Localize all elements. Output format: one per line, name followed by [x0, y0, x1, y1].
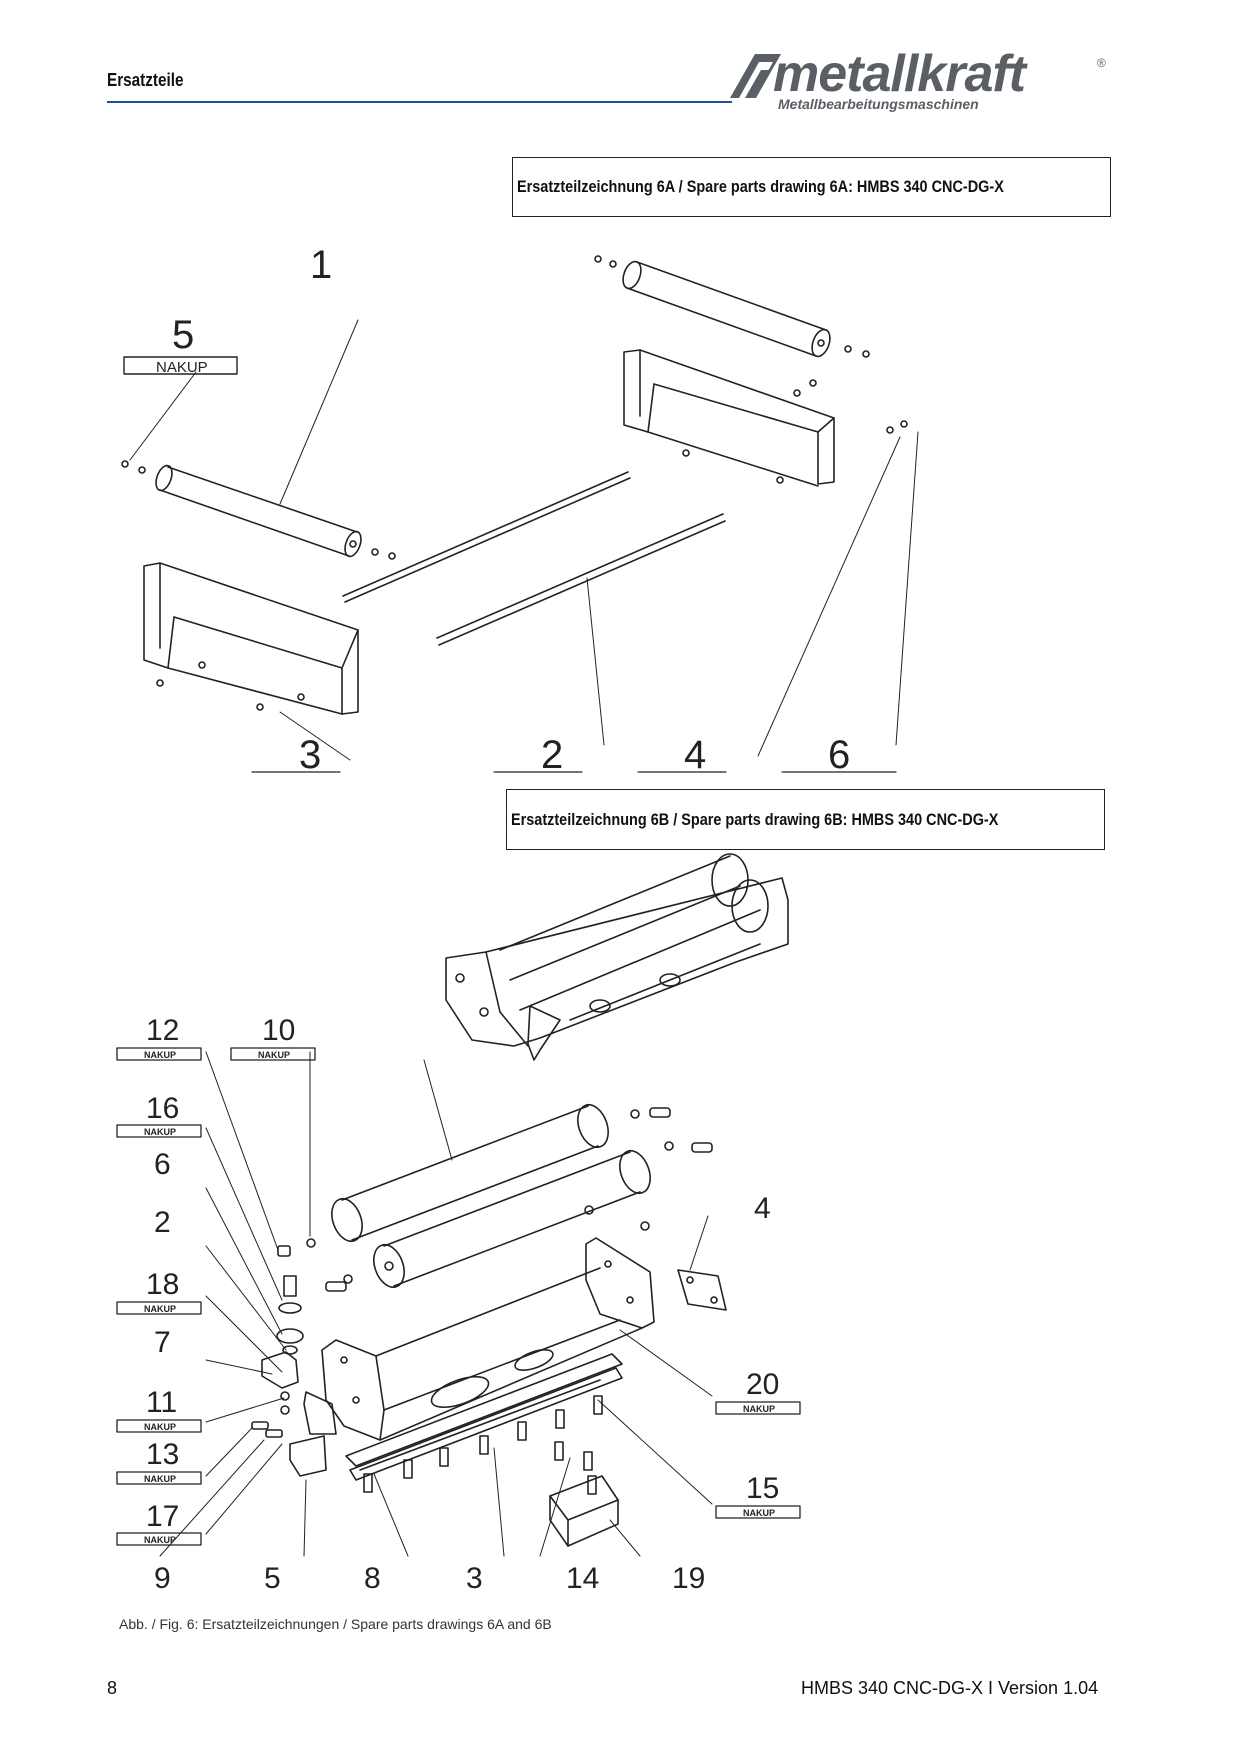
company-logo: metallkraft ® Metallbearbeitungsmaschine…	[725, 45, 1115, 120]
callout-6b-17: 17	[146, 1500, 179, 1533]
side-plate-right	[623, 349, 908, 487]
callout-6a-1: 1	[310, 243, 332, 287]
callout-6b-8: 8	[364, 1562, 381, 1595]
nakup-tags-6b	[116, 1047, 801, 1546]
drawing-6a	[121, 255, 919, 773]
header-rule	[107, 101, 732, 103]
logo-wordmark: metallkraft	[773, 45, 1026, 103]
shaft-upper	[342, 471, 631, 603]
callout-6b-6: 6	[154, 1148, 171, 1181]
callouts-6b: 12 10 16 6 2 18 7 11 13 17 4 20 15 9 5 8…	[146, 1014, 779, 1595]
callout-6b-19: 19	[672, 1562, 705, 1595]
logo-registered-mark: ®	[1097, 56, 1106, 70]
nakup-label-16: NAKUP	[144, 1127, 176, 1137]
exploded-rollers	[306, 1103, 713, 1292]
callout-6a-2: 2	[541, 733, 563, 777]
leaders-6b	[159, 1051, 713, 1557]
callout-6a-4: 4	[684, 733, 706, 777]
callout-6b-20: 20	[746, 1368, 779, 1401]
leaders-6a	[129, 319, 919, 761]
callout-6a-5: 5	[172, 313, 194, 357]
small-parts	[251, 1245, 337, 1477]
callout-6b-5: 5	[264, 1562, 281, 1595]
side-plate-left	[143, 562, 359, 715]
guide-rail	[345, 1353, 623, 1481]
callout-6b-9: 9	[154, 1562, 171, 1595]
nakup-label-12: NAKUP	[144, 1050, 176, 1060]
callout-6b-15: 15	[746, 1472, 779, 1505]
callout-6a-6: 6	[828, 733, 850, 777]
drawing-6b-title-box: Ersatzteilzeichnung 6B / Spare parts dra…	[506, 789, 1105, 850]
drawing-6b	[116, 853, 801, 1557]
shaft-lower	[436, 513, 726, 646]
drawing-6a-title-box: Ersatzteilzeichnung 6A / Spare parts dra…	[512, 157, 1111, 217]
nakup-label-18: NAKUP	[144, 1304, 176, 1314]
nakup-tag-6a-label: NAKUP	[156, 359, 208, 376]
nakup-label-20: NAKUP	[743, 1404, 775, 1414]
callout-6b-2: 2	[154, 1206, 171, 1239]
callout-6b-14: 14	[566, 1562, 599, 1595]
figure-caption: Abb. / Fig. 6: Ersatzteilzeichnungen / S…	[119, 1616, 552, 1632]
callout-6b-11: 11	[146, 1386, 177, 1419]
callout-6b-3: 3	[466, 1562, 483, 1595]
drawing-6a-title: Ersatzteilzeichnung 6A / Spare parts dra…	[517, 177, 1004, 196]
document-version: HMBS 340 CNC-DG-X I Version 1.04	[801, 1678, 1099, 1698]
callout-6b-12: 12	[146, 1014, 179, 1047]
nakup-labels-6b: NAKUP NAKUP NAKUP NAKUP NAKUP NAKUP NAKU…	[144, 1050, 775, 1545]
nakup-label-11: NAKUP	[144, 1422, 176, 1432]
rail-screws	[363, 1395, 603, 1495]
plate-4	[677, 1269, 727, 1311]
page-number: 8	[107, 1678, 118, 1698]
callouts-6a: 1 5 3 2 4 6 NAKUP	[156, 243, 850, 777]
callout-6b-18: 18	[146, 1268, 179, 1301]
callout-6b-10: 10	[262, 1014, 295, 1047]
nakup-label-17: NAKUP	[144, 1535, 176, 1545]
logo-tagline: Metallbearbeitungsmaschinen	[778, 96, 979, 112]
callout-6a-3: 3	[299, 733, 321, 777]
nakup-label-13: NAKUP	[144, 1474, 176, 1484]
callout-6b-7: 7	[154, 1326, 171, 1359]
assembled-view	[445, 853, 789, 1061]
logo-mark-icon	[730, 54, 781, 98]
callout-6b-4: 4	[754, 1192, 771, 1225]
callout-6b-16: 16	[146, 1092, 179, 1125]
drawing-6b-title: Ersatzteilzeichnung 6B / Spare parts dra…	[511, 809, 999, 829]
exploded-frame	[321, 1237, 655, 1441]
nakup-tag-6a	[123, 356, 238, 375]
roller-left	[121, 460, 396, 560]
carriage-block	[549, 1475, 619, 1547]
callout-6b-13: 13	[146, 1438, 179, 1471]
nakup-label-15: NAKUP	[743, 1508, 775, 1518]
roller-top-right	[594, 255, 870, 358]
nakup-label-10: NAKUP	[258, 1050, 290, 1060]
section-title: Ersatzteile	[107, 70, 184, 90]
